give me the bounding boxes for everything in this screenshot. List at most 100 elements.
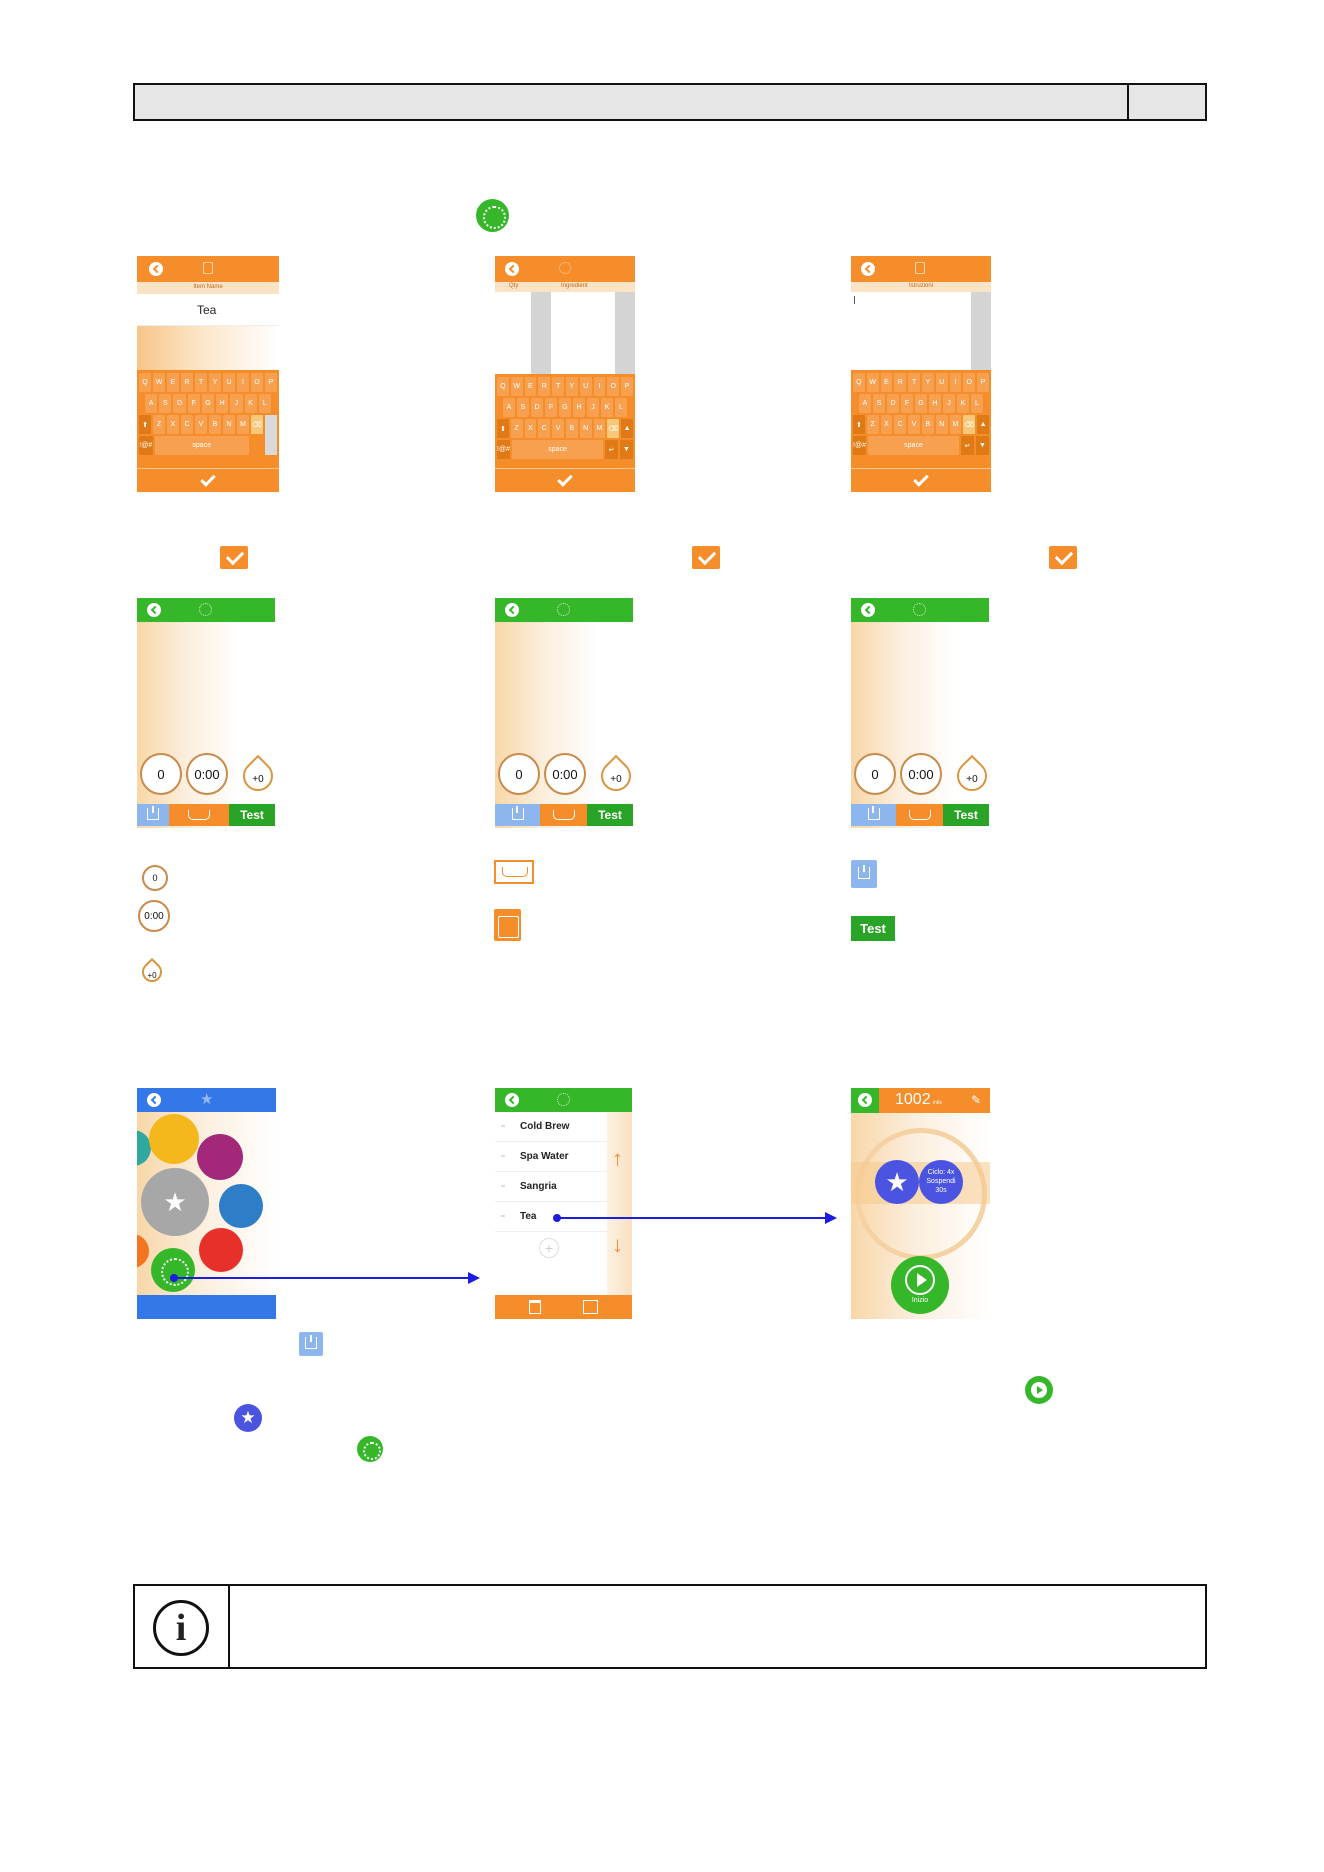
key[interactable]: D bbox=[173, 394, 186, 413]
qty-column[interactable] bbox=[531, 292, 551, 374]
center-star-bubble[interactable]: ★ bbox=[141, 1168, 209, 1236]
key[interactable]: F bbox=[901, 394, 913, 413]
test-button[interactable]: Test bbox=[943, 804, 989, 826]
orange-bubble[interactable] bbox=[137, 1234, 149, 1268]
key[interactable]: W bbox=[153, 373, 165, 392]
arrow-down-key[interactable]: ▼ bbox=[620, 440, 633, 459]
key[interactable]: D bbox=[887, 394, 899, 413]
key[interactable]: S bbox=[159, 394, 172, 413]
shift-key[interactable]: ⬆ bbox=[853, 415, 865, 434]
key[interactable]: Q bbox=[497, 377, 509, 396]
teal-bubble[interactable] bbox=[137, 1130, 151, 1166]
symbols-key[interactable]: !@# bbox=[853, 436, 866, 455]
key[interactable]: P bbox=[621, 377, 633, 396]
list-item[interactable]: Tea bbox=[495, 1202, 607, 1232]
download-button[interactable] bbox=[851, 804, 896, 826]
list-add-bubble[interactable] bbox=[219, 1184, 263, 1228]
download-button[interactable] bbox=[495, 804, 540, 826]
key[interactable]: R bbox=[538, 377, 551, 396]
key[interactable]: L bbox=[971, 394, 983, 413]
key[interactable]: O bbox=[607, 377, 620, 396]
key[interactable]: R bbox=[894, 373, 907, 392]
key[interactable]: M bbox=[949, 415, 962, 434]
timer-dial[interactable]: 0:00 bbox=[186, 753, 228, 795]
key[interactable]: Y bbox=[921, 373, 934, 392]
key[interactable]: W bbox=[866, 373, 879, 392]
dots-bubble[interactable] bbox=[199, 1228, 243, 1272]
confirm-bar[interactable] bbox=[851, 468, 991, 492]
download-button[interactable] bbox=[137, 804, 169, 826]
arrow-up-key[interactable]: ▲ bbox=[977, 415, 989, 434]
key[interactable]: S bbox=[517, 398, 529, 417]
list-item[interactable]: Spa Water bbox=[495, 1142, 607, 1172]
key[interactable]: N bbox=[935, 415, 948, 434]
key[interactable]: E bbox=[167, 373, 179, 392]
back-icon[interactable] bbox=[147, 603, 161, 617]
symbols-key[interactable]: !@# bbox=[139, 436, 153, 455]
key[interactable]: N bbox=[223, 415, 235, 434]
key[interactable]: Q bbox=[853, 373, 865, 392]
back-icon[interactable] bbox=[505, 1093, 519, 1107]
key[interactable]: W bbox=[510, 377, 523, 396]
tray-button[interactable] bbox=[540, 804, 587, 826]
name-input[interactable]: Tea bbox=[137, 294, 279, 326]
key[interactable]: S bbox=[873, 394, 885, 413]
backspace-key[interactable]: ⌫ bbox=[607, 419, 620, 438]
key[interactable]: J bbox=[587, 398, 599, 417]
trash-icon[interactable] bbox=[529, 1300, 541, 1314]
key[interactable]: K bbox=[601, 398, 613, 417]
space-key[interactable]: space bbox=[512, 440, 603, 459]
key[interactable]: H bbox=[929, 394, 941, 413]
key[interactable]: Y bbox=[209, 373, 221, 392]
key[interactable]: R bbox=[181, 373, 193, 392]
key[interactable]: L bbox=[258, 394, 271, 413]
key[interactable]: E bbox=[524, 377, 537, 396]
list-item[interactable]: Sangria bbox=[495, 1172, 607, 1202]
edit-icon[interactable] bbox=[583, 1300, 598, 1314]
key[interactable]: U bbox=[935, 373, 948, 392]
key[interactable]: B bbox=[921, 415, 934, 434]
key[interactable]: H bbox=[573, 398, 585, 417]
confirm-bar[interactable] bbox=[495, 468, 635, 492]
key[interactable]: C bbox=[538, 419, 551, 438]
key[interactable]: X bbox=[880, 415, 893, 434]
key[interactable]: A bbox=[859, 394, 871, 413]
cycles-dial[interactable]: 0 bbox=[854, 753, 896, 795]
add-item-button[interactable]: + bbox=[539, 1238, 559, 1258]
key[interactable]: V bbox=[195, 415, 207, 434]
arrow-down-key[interactable]: ▼ bbox=[976, 436, 989, 455]
key[interactable]: Z bbox=[866, 415, 879, 434]
key[interactable]: V bbox=[908, 415, 920, 434]
key[interactable]: I bbox=[593, 377, 606, 396]
key[interactable]: U bbox=[579, 377, 592, 396]
key[interactable]: G bbox=[201, 394, 215, 413]
arrow-up-key[interactable]: ▲ bbox=[621, 419, 633, 438]
enter-key[interactable]: ↵ bbox=[605, 440, 618, 459]
scroll-down-icon[interactable]: ↓ bbox=[612, 1232, 623, 1257]
back-icon[interactable] bbox=[861, 603, 875, 617]
space-key[interactable]: space bbox=[154, 436, 249, 455]
key[interactable]: K bbox=[244, 394, 257, 413]
key[interactable]: T bbox=[195, 373, 207, 392]
key[interactable]: A bbox=[503, 398, 515, 417]
back-icon[interactable] bbox=[505, 262, 519, 276]
key[interactable]: T bbox=[908, 373, 920, 392]
scroll-up-icon[interactable]: ↑ bbox=[612, 1146, 623, 1171]
cycles-dial[interactable]: 0 bbox=[498, 753, 540, 795]
shift-key[interactable]: ⬆ bbox=[497, 419, 509, 438]
fingerprint-bubble[interactable] bbox=[151, 1248, 195, 1292]
list-item[interactable]: Cold Brew bbox=[495, 1112, 607, 1142]
back-icon[interactable] bbox=[858, 1093, 872, 1107]
backspace-key[interactable]: ⌫ bbox=[963, 415, 976, 434]
back-icon[interactable] bbox=[149, 262, 163, 276]
key[interactable]: K bbox=[957, 394, 969, 413]
key[interactable]: A bbox=[145, 394, 158, 413]
key[interactable]: U bbox=[223, 373, 235, 392]
key[interactable]: X bbox=[524, 419, 537, 438]
key[interactable]: Q bbox=[139, 373, 151, 392]
backspace-key[interactable]: ⌫ bbox=[251, 415, 263, 434]
key[interactable]: Y bbox=[565, 377, 578, 396]
space-key[interactable]: space bbox=[868, 436, 959, 455]
timer-dial[interactable]: 0:00 bbox=[544, 753, 586, 795]
key[interactable]: F bbox=[545, 398, 557, 417]
